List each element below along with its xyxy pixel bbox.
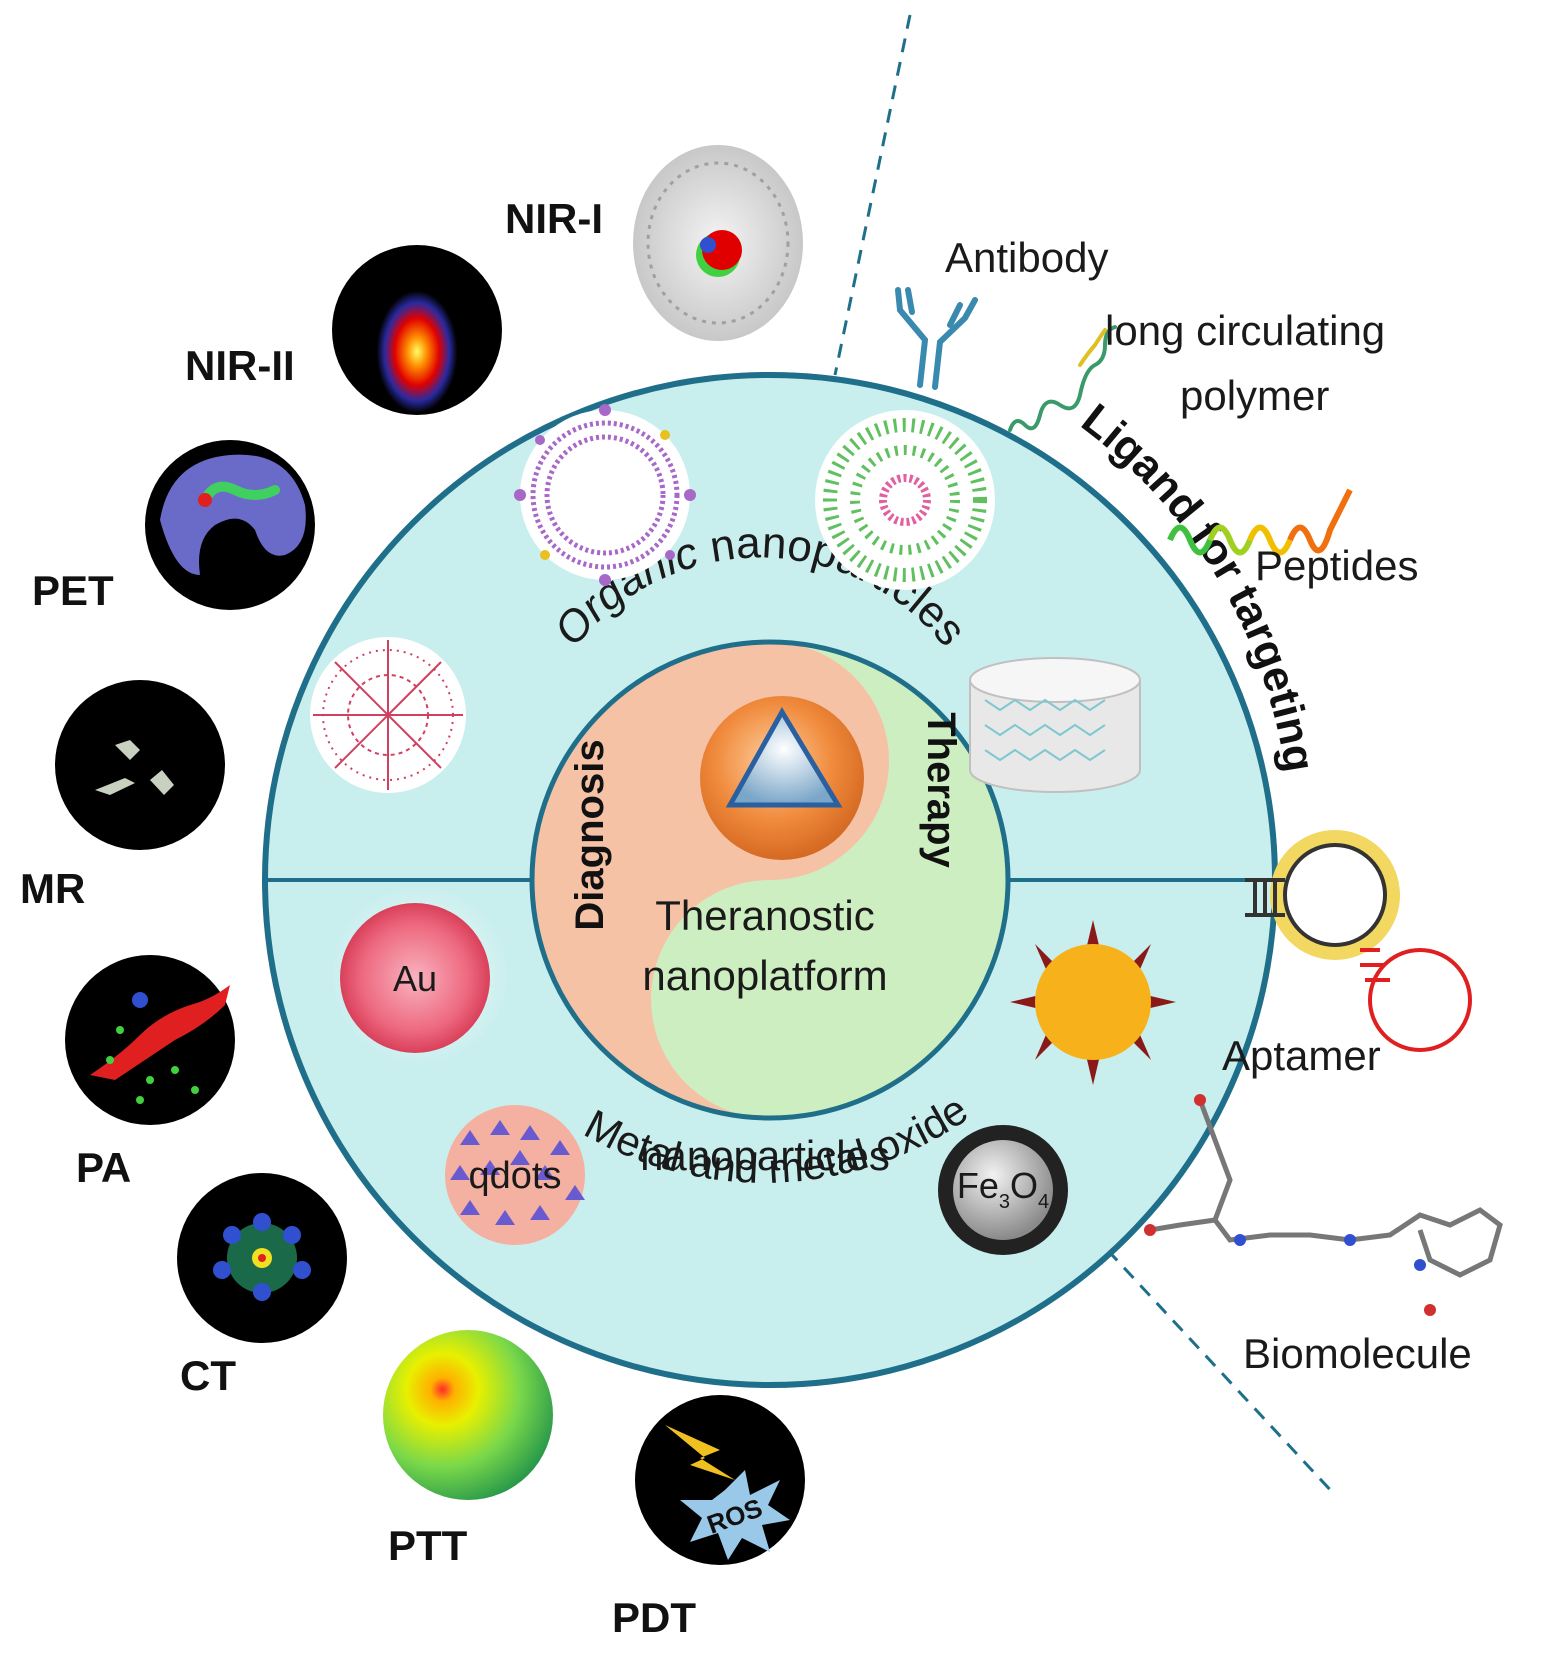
aptamer-icon [1245,830,1472,1052]
ros-burst-icon [680,1470,790,1560]
center-label-line1: Theranostic [655,892,874,939]
pdt-label: PDT [612,1594,696,1641]
pet-image [145,440,315,610]
metal-label-line2: nanoparticles [640,1132,890,1179]
nir1-image [633,145,803,341]
antibody-label: Antibody [945,234,1108,281]
polymer-label-line2: polymer [1180,372,1329,419]
center-label-line2: nanoplatform [642,952,887,999]
nanotube-icon [969,657,1141,793]
nir1-label: NIR-I [505,195,603,242]
dashed-divider-top [833,14,912,376]
peptide-helix-icon [1167,488,1353,556]
polymer-label-line1: long circulating [1105,307,1385,354]
svg-text:Au: Au [393,958,437,999]
inner-theranostic-circle [529,639,1011,1121]
ct-label: CT [180,1352,236,1399]
pa-image [65,955,235,1125]
pet-label: PET [32,567,114,614]
dendrimer-icon [310,637,466,793]
mr-image [55,680,225,850]
peptides-label: Peptides [1255,542,1418,589]
pdt-image: ROS [635,1395,805,1565]
biomolecule-structure-icon [1144,1094,1503,1316]
ct-image [177,1173,347,1343]
gold-nanoparticle-icon: Au [330,885,510,1065]
aptamer-label: Aptamer [1222,1032,1381,1079]
quantum-dots-icon: qdots [445,1105,585,1245]
antibody-icon [895,287,978,390]
micelle-icon [815,410,995,590]
pa-label: PA [76,1144,131,1191]
biomolecule-label: Biomolecule [1243,1330,1472,1377]
polymer-chain-icon [1008,325,1117,432]
triangle-core-icon [725,707,843,808]
gold-nanostar-icon [1010,920,1176,1085]
nir2-label: NIR-II [185,342,295,389]
ptt-label: PTT [388,1522,468,1569]
nir2-image [332,245,502,415]
diagnosis-label: Diagnosis [568,739,612,930]
mr-label: MR [20,865,85,912]
liposome-icon [514,404,696,586]
svg-text:qdots: qdots [469,1155,562,1197]
svg-text:Fe3O4: Fe3O4 [957,1165,1049,1213]
dashed-divider-bottom [1073,1213,1337,1497]
ptt-image [383,1330,553,1500]
iron-oxide-nanoparticle-icon: Fe3O4 [938,1125,1068,1255]
therapy-label: Therapy [919,712,963,868]
